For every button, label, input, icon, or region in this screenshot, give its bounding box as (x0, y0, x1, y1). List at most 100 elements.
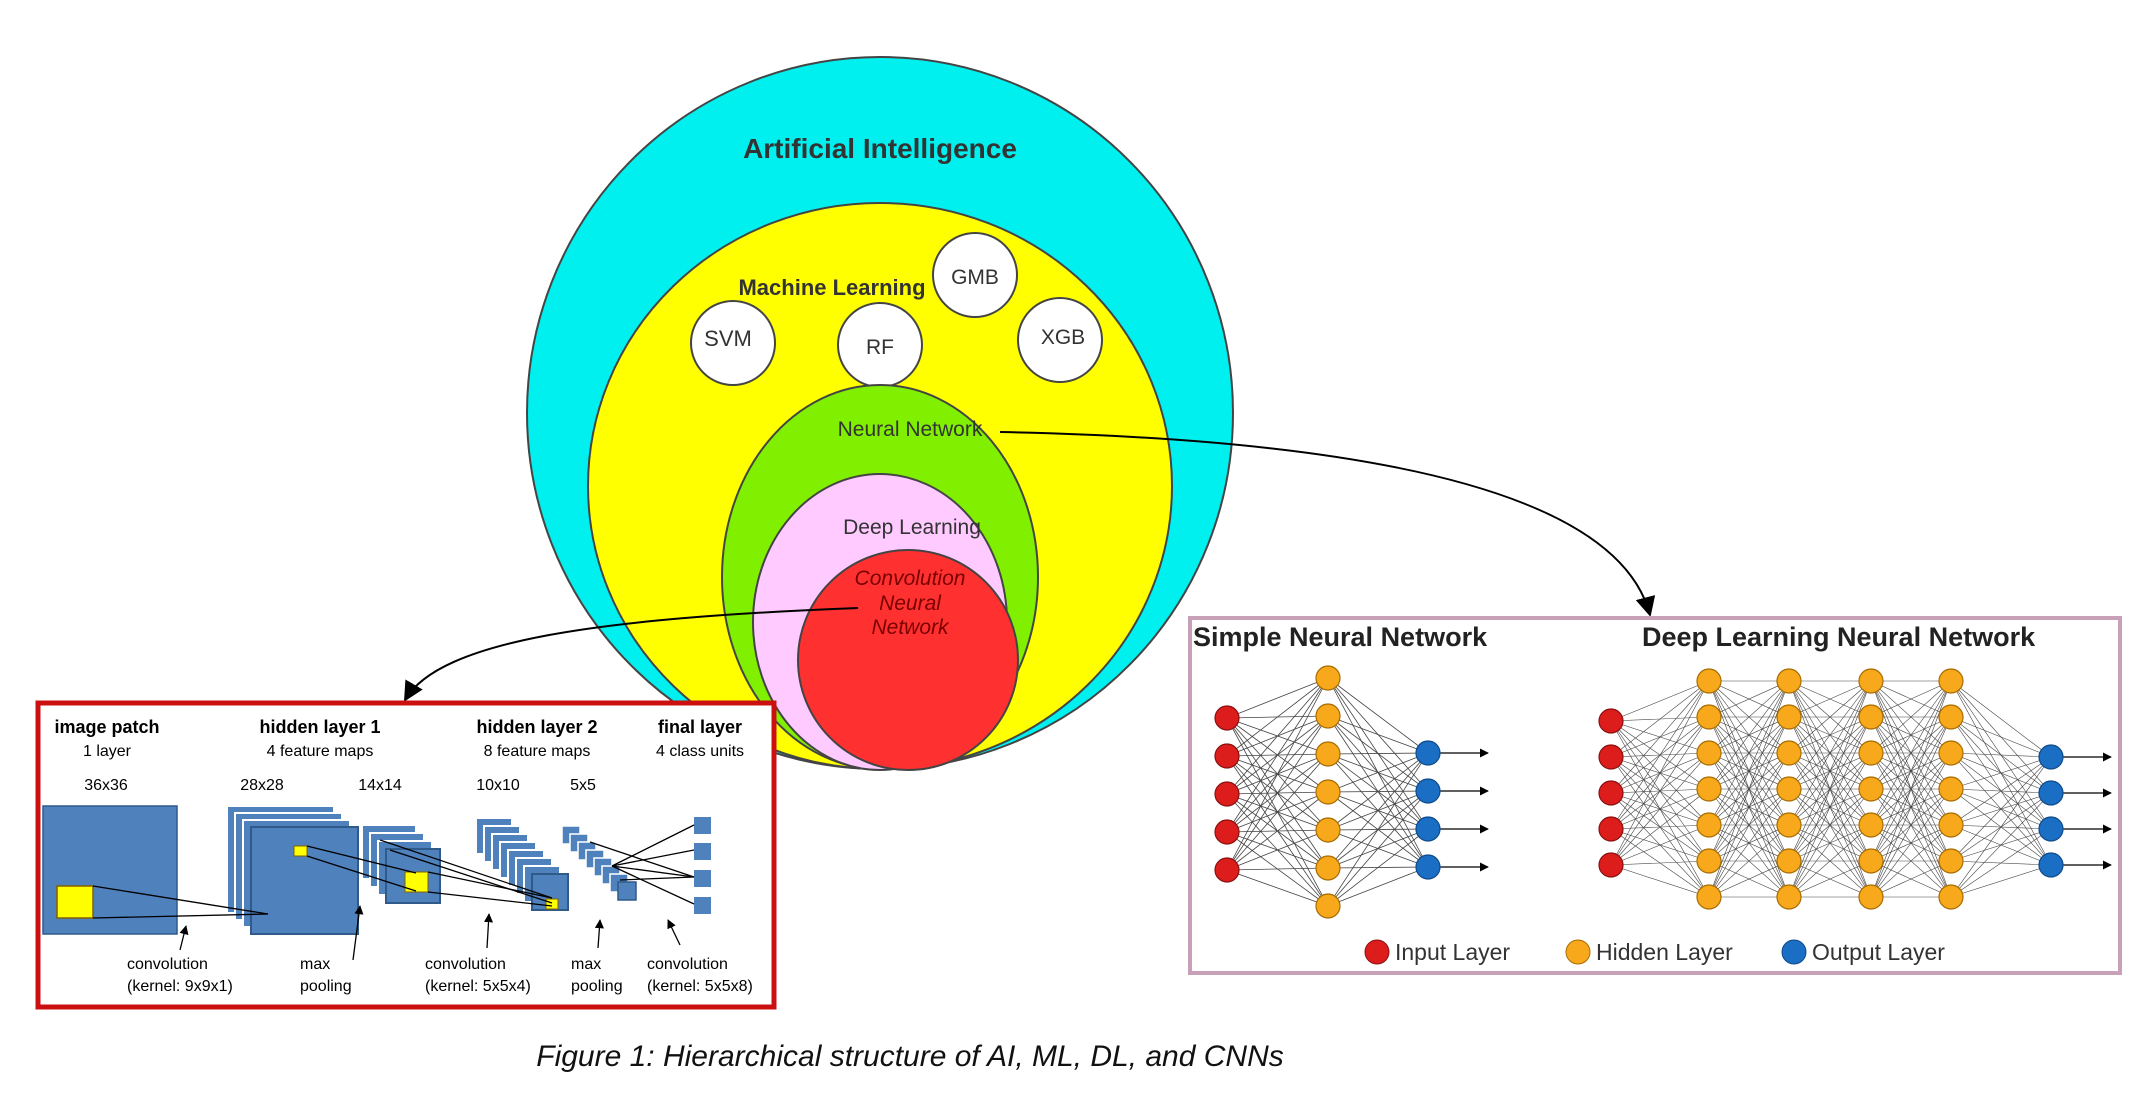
deep-nn-edge (1788, 680, 1872, 898)
deep-nn-title: Deep Learning Neural Network (1642, 622, 2036, 652)
simple-nn-edge (1327, 752, 1429, 755)
simple-nn-hidden-node (1315, 703, 1341, 729)
deep-nn-edge (1788, 680, 1872, 790)
deep-nn-edge (1870, 752, 1952, 898)
deep-nn-edge (1870, 680, 1952, 826)
deep-nn-edge (1870, 716, 1952, 898)
deep-nn-hidden-node (1776, 884, 1802, 910)
simple-nn-input-node (1214, 781, 1240, 807)
deep-nn-hidden-node (1858, 704, 1884, 730)
deep-nn-hidden-node (1858, 668, 1884, 694)
cnn-layer-sub-final: 4 class units (656, 743, 744, 760)
ml-label: Machine Learning (738, 275, 925, 300)
nn-label: Neural Network (838, 418, 983, 441)
deep-nn-hidden-node (1858, 776, 1884, 802)
deep-nn-edge (1950, 756, 2052, 790)
simple-nn-edge (1226, 677, 1329, 757)
cnn-kernel-highlight-3 (404, 871, 429, 893)
cnn-op-1-line-1: convolution (127, 956, 208, 973)
cnn-label-line-3: Network (871, 616, 950, 639)
simple-nn-hidden-node (1315, 779, 1341, 805)
simple-nn-hidden-node (1315, 665, 1341, 691)
deep-nn-edge (1708, 788, 1790, 898)
simple-nn-edge (1327, 677, 1429, 754)
legend-input-label: Input Layer (1395, 939, 1510, 965)
deep-nn-edge (1610, 680, 1710, 758)
deep-nn-edge (1950, 756, 2052, 826)
figure-caption: Figure 1: Hierarchical structure of AI, … (536, 1040, 1284, 1073)
deep-nn-input-node (1598, 780, 1624, 806)
deep-nn-edge (1870, 680, 1952, 898)
simple-nn-input-node (1214, 705, 1240, 731)
deep-nn-output-node (2038, 780, 2064, 806)
cnn-op-1-line-2: (kernel: 9x9x1) (127, 978, 233, 995)
simple-nn-edges (1226, 677, 1429, 907)
cnn-op-3-line-1: convolution (425, 956, 506, 973)
simple-nn-edge (1226, 829, 1329, 871)
deep-nn-edges (1610, 680, 2052, 898)
deep-nn-hidden-node (1696, 740, 1722, 766)
deep-nn-output-node (2038, 816, 2064, 842)
deep-nn-edge (1788, 752, 1872, 898)
deep-nn-hidden-node (1858, 884, 1884, 910)
simple-nn-edge (1226, 867, 1329, 871)
deep-nn-hidden-node (1938, 812, 1964, 838)
deep-nn-hidden-node (1776, 704, 1802, 730)
simple-nn-edge (1327, 752, 1429, 869)
deep-nn-edge (1788, 788, 1872, 898)
cnn-architecture-panel: image patch 1 layer hidden layer 1 4 fea… (35, 700, 777, 1010)
deep-nn-edge (1788, 680, 1872, 718)
cnn-layer-title-hidden-2: hidden layer 2 (476, 717, 597, 737)
cnn-layer-sub-hidden-1: 4 feature maps (267, 743, 374, 760)
cnn-size-28x28: 28x28 (240, 777, 284, 794)
deep-nn-edge (1870, 860, 1952, 898)
simple-nn-hidden-node (1315, 741, 1341, 767)
legend-output-label: Output Layer (1812, 939, 1945, 965)
deep-nn-edge (1708, 680, 1790, 790)
deep-nn-edge (1610, 680, 1710, 722)
simple-nn-edge (1226, 677, 1329, 719)
deep-nn-hidden-node (1938, 740, 1964, 766)
deep-nn-edge (1708, 860, 1790, 898)
deep-nn-input-node (1598, 744, 1624, 770)
deep-nn-hidden-node (1696, 776, 1722, 802)
simple-nn-input-node (1214, 857, 1240, 883)
cnn-size-36x36: 36x36 (84, 777, 128, 794)
simple-nn-edge (1226, 677, 1329, 833)
deep-nn-hidden-node (1938, 704, 1964, 730)
deep-nn-edge (1708, 680, 1790, 718)
deep-nn-input-node (1598, 852, 1624, 878)
deep-nn-hidden-node (1696, 704, 1722, 730)
simple-nn-input-node (1214, 743, 1240, 769)
deep-nn-hidden-node (1858, 740, 1884, 766)
simple-nn-title: Simple Neural Network (1193, 622, 1488, 652)
nn-to-network-arrow (999, 431, 1656, 617)
deep-nn-hidden-node (1776, 668, 1802, 694)
simple-nn-nodes (1214, 665, 1441, 919)
cnn-size-14x14: 14x14 (358, 777, 402, 794)
deep-nn-edge (1708, 680, 1790, 826)
deep-nn-edge (1870, 680, 1952, 790)
deep-nn-edge (1788, 680, 1872, 862)
cnn-projection-lines (92, 824, 695, 919)
deep-nn-edge (1610, 680, 1710, 794)
deep-nn-hidden-node (1938, 776, 1964, 802)
cnn-kernel-highlight-2 (293, 845, 308, 857)
deep-nn-edge (1950, 752, 2052, 758)
legend-hidden-swatch (1565, 939, 1591, 965)
deep-nn-edge (1950, 756, 2052, 898)
ml-method-xgb-label: XGB (1041, 326, 1085, 349)
deep-nn-edge (1870, 824, 1952, 898)
simple-nn-input-node (1214, 819, 1240, 845)
deep-nn-edge (1788, 680, 1872, 826)
ai-label: Artificial Intelligence (743, 133, 1017, 164)
cnn-op-arrows (179, 905, 681, 961)
deep-nn-hidden-node (1776, 776, 1802, 802)
legend-hidden-label: Hidden Layer (1596, 939, 1733, 965)
deep-nn-edge (1788, 716, 1872, 898)
cnn-op-2-line-2: pooling (300, 978, 352, 995)
cnn-op-5-line-1: convolution (647, 956, 728, 973)
deep-nn-edge (1950, 828, 2052, 898)
deep-nn-edge (1788, 680, 1872, 754)
cnn-op-5-line-2: (kernel: 5x5x8) (647, 978, 753, 995)
